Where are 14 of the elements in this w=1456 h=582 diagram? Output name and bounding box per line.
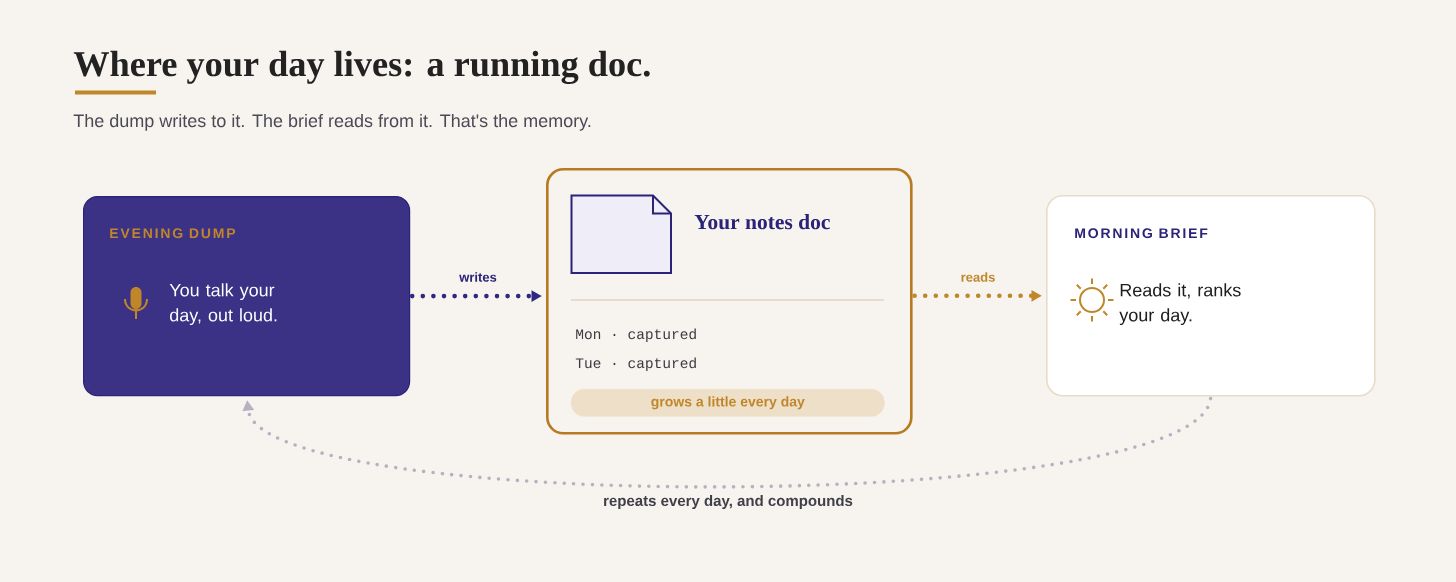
card-text: You talk your day, out loud. (169, 283, 277, 326)
edge-label: writes (457, 270, 499, 284)
arrow (242, 396, 1213, 489)
subtitle: The dump writes to it. The brief reads from it. That's the memory. (73, 113, 591, 131)
card-heading: EVENING DUMP (110, 228, 236, 239)
note-pill: grows a little every day (571, 389, 885, 417)
card-text: Reads it, ranks your day. (1119, 283, 1241, 326)
log-entry: Tue · captured (575, 357, 696, 371)
card-title: Your notes doc (694, 214, 830, 230)
edge-label: reads (958, 270, 998, 284)
log-entry: Mon · captured (576, 328, 696, 342)
card-heading: MORNING BRIEF (1075, 228, 1208, 239)
title: Where your day lives: a running doc. (73, 50, 650, 84)
edge-label: repeats every day, and compounds (601, 493, 855, 511)
